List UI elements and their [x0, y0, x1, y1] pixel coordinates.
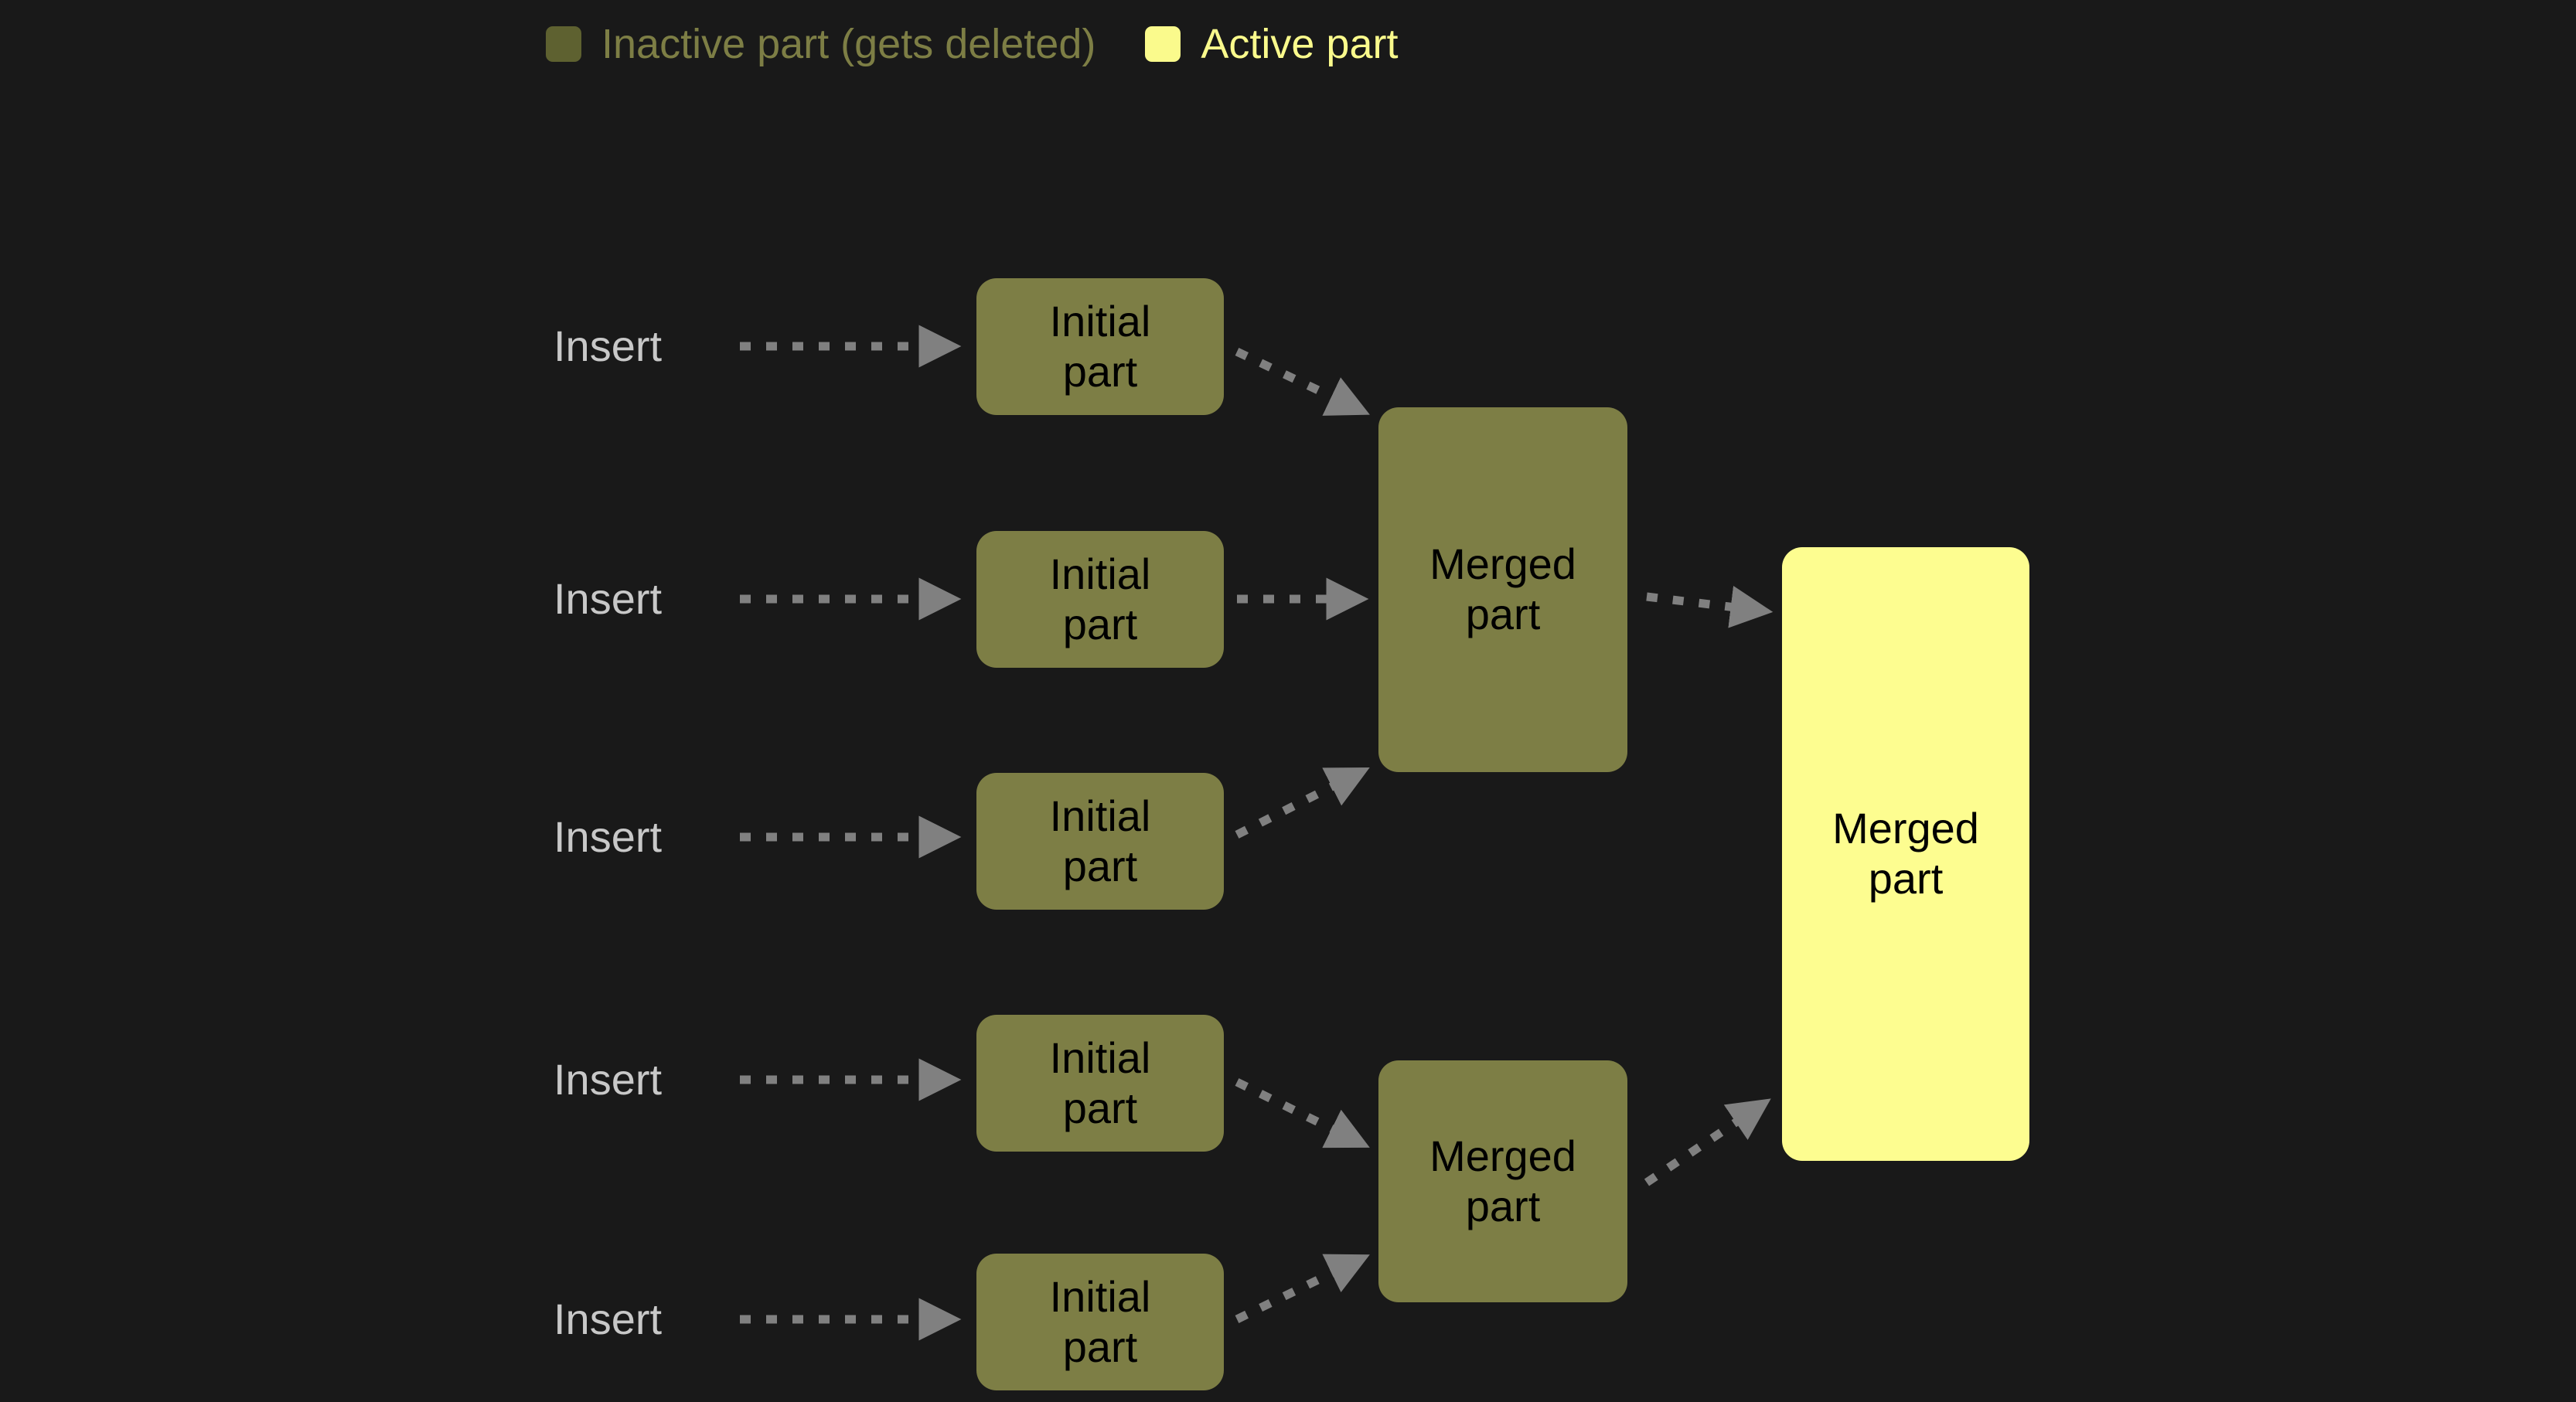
arrow-merged1-to-final [1646, 585, 1774, 628]
insert-label-1: Insert [554, 322, 663, 370]
insert-label-4: Insert [554, 1055, 663, 1104]
legend-item-inactive: Inactive part (gets deleted) [546, 23, 1095, 65]
insert-label-5: Insert [554, 1295, 663, 1343]
active-swatch-icon [1145, 26, 1181, 62]
inactive-swatch-icon [546, 26, 581, 62]
arrow-merged2-to-final [1644, 1098, 1771, 1186]
insert-label-3: Insert [554, 812, 663, 861]
arrow-initial5-to-merged2 [1235, 1254, 1370, 1323]
legend-item-active: Active part [1145, 23, 1398, 65]
arrow-initial3-to-merged1 [1235, 767, 1370, 839]
arrow-initial1-to-merged1 [1235, 348, 1370, 416]
legend-label-active: Active part [1201, 21, 1399, 67]
legend-label-inactive: Inactive part (gets deleted) [601, 21, 1096, 67]
legend: Inactive part (gets deleted) Active part [546, 23, 1398, 65]
arrow-initial4-to-merged2 [1235, 1078, 1370, 1148]
insert-label-2: Insert [554, 574, 663, 623]
